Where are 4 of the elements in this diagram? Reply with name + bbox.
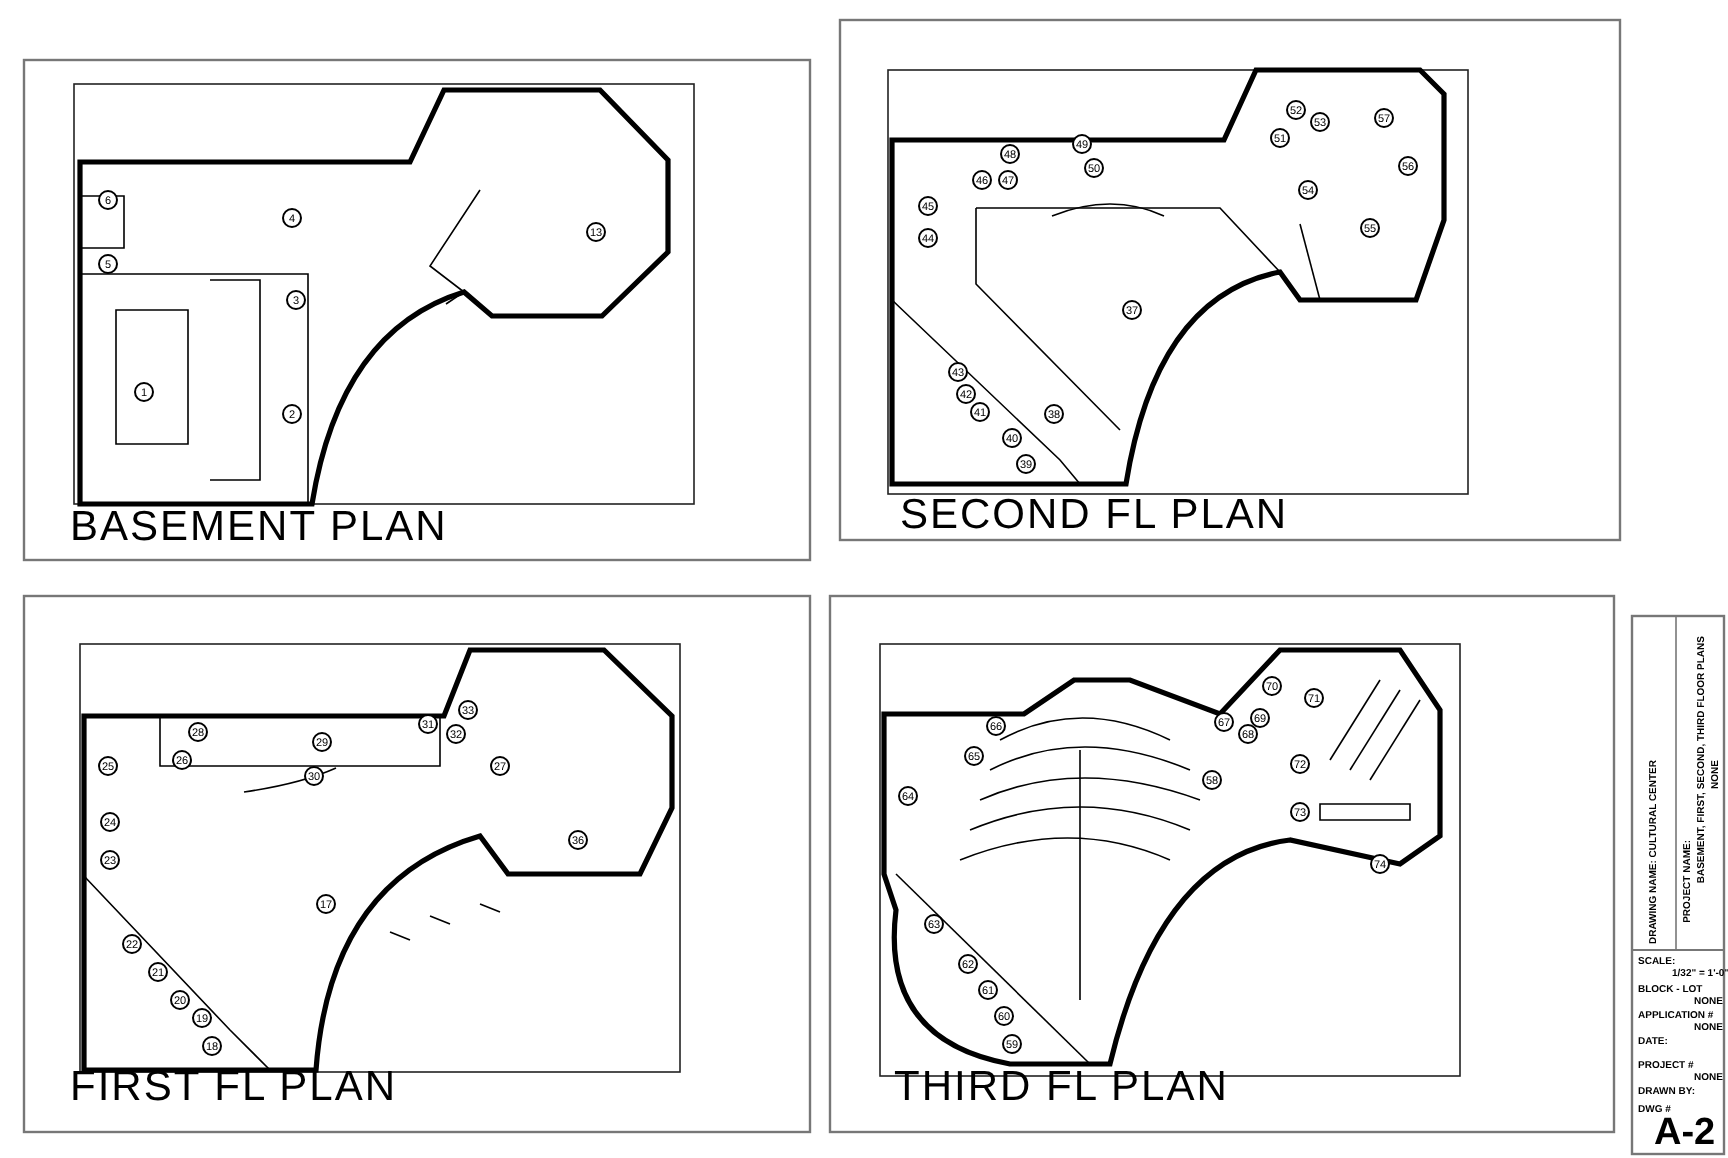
plan-title: BASEMENT PLAN: [70, 504, 448, 552]
plan-title: THIRD FL PLAN: [894, 1064, 1229, 1112]
plan-title: SECOND FL PLAN: [900, 492, 1289, 540]
sheet-number: A-2: [1654, 1112, 1716, 1156]
